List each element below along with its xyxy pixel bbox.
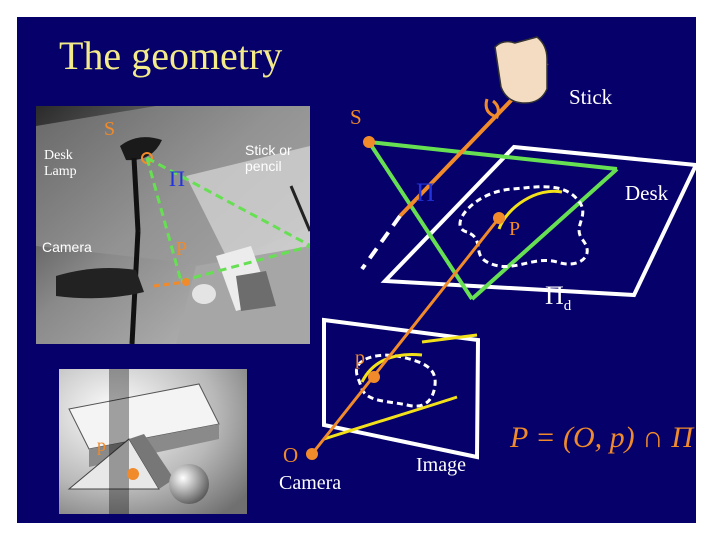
captured-image-drawing <box>59 369 247 514</box>
intersection-formula: P = (O, p) ∩ Π <box>510 421 694 454</box>
label-image: Image <box>416 454 466 476</box>
label-o: O <box>283 443 299 467</box>
paper-sheet <box>186 146 310 276</box>
setup-label-p: P <box>176 238 188 260</box>
setup-shadow-plane-top <box>146 156 310 248</box>
slide-title: The geometry <box>59 33 283 78</box>
shadow-plane-bottom-edge <box>470 167 619 301</box>
triangle-block-side <box>129 434 174 489</box>
label-p-upper: P <box>509 218 521 240</box>
slide: The geometry <box>17 17 696 523</box>
stick-shadow-band <box>109 369 129 514</box>
image-shadow-outline <box>355 353 437 408</box>
hand-icon <box>484 36 548 119</box>
setup-label-stick: Stick or pencil <box>245 142 292 174</box>
lamp-arm <box>131 157 141 232</box>
label-pi: Π <box>416 178 435 207</box>
setup-shadow-plane-bottom <box>180 244 310 283</box>
label-camera: Camera <box>279 472 342 494</box>
small-ball <box>192 284 216 304</box>
camera-body <box>56 268 144 299</box>
point-s <box>363 136 375 148</box>
desk-plane <box>380 144 696 298</box>
label-stick: Stick <box>569 85 613 109</box>
setup-label-camera: Camera <box>42 239 92 255</box>
image-shadow-curve-bottom <box>323 395 458 441</box>
captured-label-p: p <box>97 435 106 455</box>
setup-point-p <box>182 278 190 286</box>
setup-photo: S Desk Lamp Stick or pencil Π Camera P <box>36 106 310 344</box>
setup-view-ray <box>153 280 187 288</box>
captured-ball <box>169 464 209 504</box>
point-o <box>306 448 318 460</box>
setup-label-s: S <box>104 118 116 140</box>
captured-image-photo: p <box>59 369 247 514</box>
point-p-lower <box>368 371 380 383</box>
shadow-plane-left-edge <box>367 140 474 301</box>
setup-label-desk-lamp: Desk Lamp <box>44 148 77 179</box>
label-pi-d-subscript: d <box>563 298 572 315</box>
label-pi-d-main: Π <box>545 281 564 310</box>
setup-label-pi: Π <box>169 166 185 191</box>
image-shadow-curve-edge <box>421 333 478 344</box>
image-plane <box>322 317 481 460</box>
block-shadow <box>236 271 276 311</box>
stick-icon <box>289 185 310 232</box>
lamp-head <box>120 137 162 161</box>
label-desk: Desk <box>625 181 669 205</box>
geometry-diagram <box>306 36 696 460</box>
setup-photo-drawing <box>36 106 310 344</box>
shadow-plane-top-edge <box>368 140 618 171</box>
stick-hidden-part <box>360 214 402 271</box>
label-p-lower: p <box>355 347 365 369</box>
captured-point-p <box>127 468 139 480</box>
viewing-ray <box>310 217 501 455</box>
label-s: S <box>350 105 362 129</box>
point-p-upper <box>493 212 505 224</box>
label-pi-d: Πd <box>545 281 571 315</box>
setup-shadow-plane-left <box>145 157 183 282</box>
